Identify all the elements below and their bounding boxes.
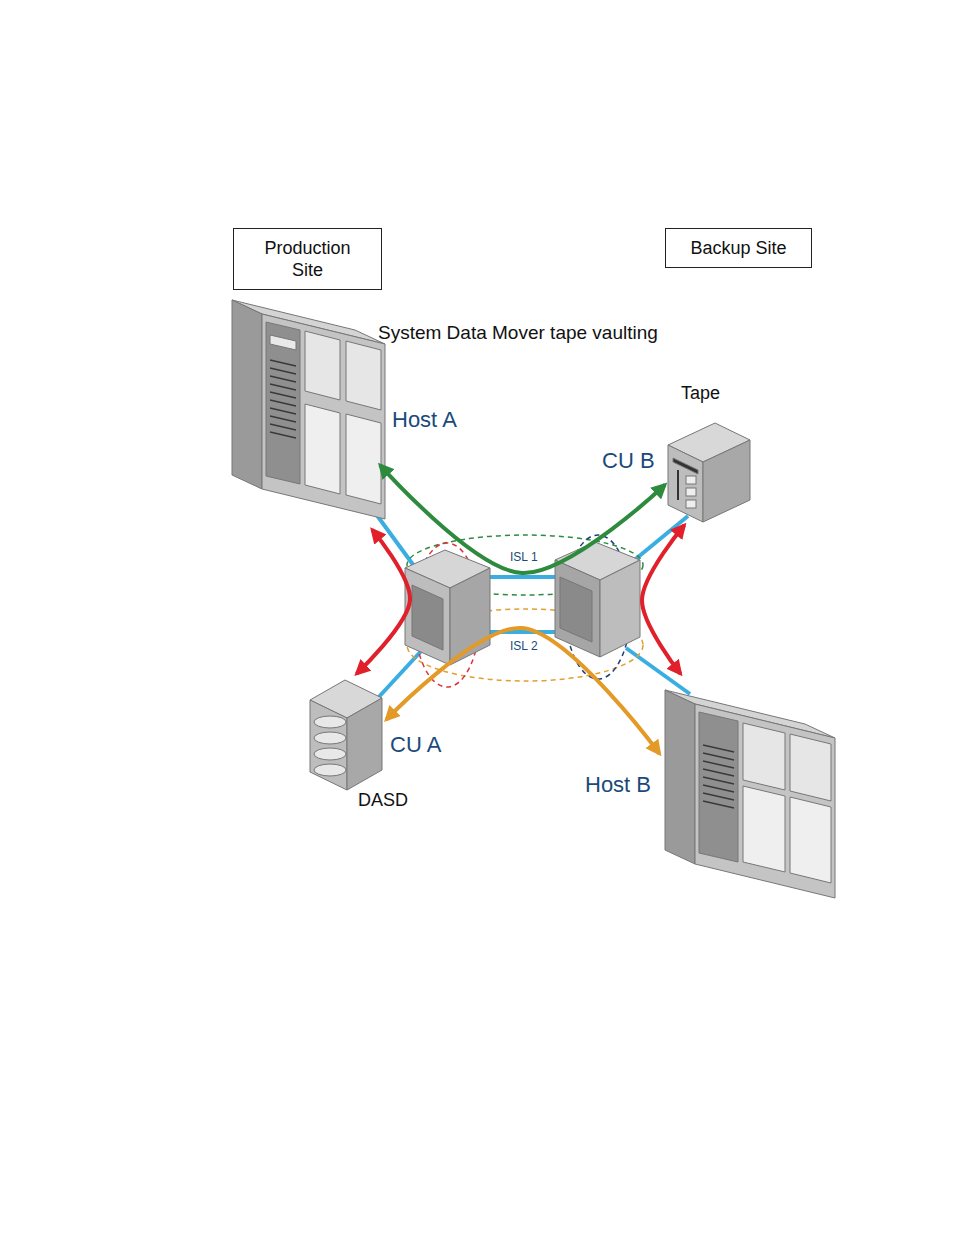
dasd-icon — [314, 764, 346, 776]
mainframe-icon — [305, 331, 340, 400]
dasd-icon — [314, 748, 346, 760]
tape-unit-icon — [686, 500, 696, 508]
device-label: DASD — [358, 790, 408, 811]
site-box: Backup Site — [665, 228, 812, 268]
switch-icon — [560, 577, 592, 642]
device-label: Host A — [392, 407, 457, 432]
switch-icon — [412, 585, 443, 650]
mainframe-icon — [743, 723, 785, 790]
dasd-icon — [314, 732, 346, 744]
mainframe-icon — [266, 322, 300, 484]
vent-grille — [270, 360, 296, 438]
vent-grille — [270, 408, 296, 414]
mainframe-icon — [790, 734, 831, 801]
mainframe-icon — [232, 300, 262, 489]
site-label: Production Site — [254, 237, 361, 281]
device-label: Tape — [681, 383, 720, 404]
site-label: Backup Site — [690, 237, 786, 259]
mainframe-icon — [665, 690, 695, 864]
host-figure: Host B — [663, 676, 838, 898]
vent-grille — [703, 761, 734, 768]
vent-grille — [270, 392, 296, 398]
mainframe-icon — [346, 414, 381, 504]
dasd-icon — [314, 716, 346, 728]
data-flow-arrow — [357, 530, 410, 674]
switch-icon — [600, 560, 640, 657]
mainframe-icon — [695, 704, 835, 898]
diagram-title: System Data Mover tape vaulting — [378, 322, 658, 344]
mainframe-icon — [743, 786, 785, 872]
site-box: Production Site — [233, 228, 382, 290]
link-label: ISL 2 — [508, 640, 540, 653]
tape-unit-icon — [686, 488, 696, 496]
vent-grille — [270, 368, 296, 374]
vent-grille — [270, 384, 296, 390]
device-label: CU A — [390, 732, 441, 757]
tape-unit-icon — [668, 423, 750, 522]
vent-grille — [270, 376, 296, 382]
vent-grille — [703, 753, 734, 760]
switch-icon — [405, 550, 490, 665]
data-flow-arrow — [380, 465, 665, 573]
dasd-icon — [310, 680, 382, 790]
switch-icon — [405, 568, 450, 665]
vent-grille — [703, 801, 734, 808]
vent-grille — [270, 416, 296, 422]
vent-grille — [703, 785, 734, 792]
data-flow-arrow — [642, 525, 684, 674]
vent-grille — [270, 432, 296, 438]
device-label: Host B — [585, 772, 651, 797]
mainframe-icon — [699, 712, 738, 862]
mainframe-icon — [232, 300, 385, 519]
switch-icon — [555, 560, 600, 657]
vent-grille — [270, 424, 296, 430]
mainframe-icon — [665, 690, 835, 898]
mainframe-icon — [305, 404, 340, 494]
tape-unit-icon — [677, 470, 679, 500]
dasd-icon — [310, 700, 347, 790]
device-label: CU B — [602, 448, 655, 473]
mainframe-icon — [790, 797, 831, 883]
dasd-icon — [347, 698, 382, 790]
tape-figure: TapeCU B — [665, 412, 753, 524]
mainframe-icon — [270, 335, 296, 350]
dasd-figure: CU ADASD — [308, 676, 384, 791]
vent-grille — [270, 400, 296, 406]
vent-grille — [270, 360, 296, 366]
tape-unit-icon — [668, 445, 703, 522]
vent-grille — [703, 793, 734, 800]
tape-unit-icon — [673, 458, 698, 474]
mainframe-icon — [346, 341, 381, 410]
fibre-link — [490, 575, 556, 579]
tape-unit-icon — [703, 440, 750, 522]
vent-grille — [703, 769, 734, 776]
fibre-link — [376, 514, 690, 700]
vent-grille — [703, 777, 734, 784]
tape-unit-icon — [686, 476, 696, 484]
vent-grille — [703, 745, 734, 808]
vent-grille — [703, 745, 734, 752]
link-label: ISL 1 — [508, 551, 540, 564]
mainframe-icon — [262, 314, 385, 519]
host-figure: Host A — [230, 290, 388, 525]
